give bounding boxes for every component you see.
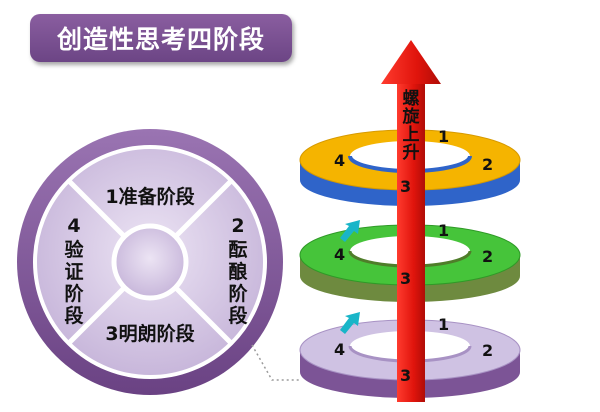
title-banner: 创造性思考四阶段 bbox=[30, 14, 292, 62]
stage-2-label: 2 酝酿阶段 bbox=[228, 215, 248, 327]
ring-top-number-4: 4 bbox=[334, 151, 345, 170]
ring-middle-number-4: 4 bbox=[334, 245, 345, 264]
ring-bottom-number-2: 2 bbox=[482, 341, 493, 360]
spiral-up-arrow-2 bbox=[340, 220, 360, 242]
stage-1-label: 1准备阶段 bbox=[105, 185, 195, 208]
ring-middle-number-3: 3 bbox=[400, 269, 411, 288]
spiral-up-arrow-1 bbox=[340, 312, 360, 334]
ring-bottom-number-4: 4 bbox=[334, 340, 345, 359]
ring-bottom-numbers: 1 2 3 4 bbox=[334, 315, 493, 385]
stage-wheel: 1准备阶段 3明朗阶段 2 酝酿阶段 4 验证阶段 bbox=[17, 129, 283, 395]
stage-3-label: 3明朗阶段 bbox=[105, 322, 195, 345]
spiral-rise-arrow: 螺旋上升 bbox=[381, 40, 441, 402]
wheel-hub bbox=[111, 223, 189, 301]
ring-middle-number-1: 1 bbox=[438, 221, 449, 240]
ring-middle-numbers: 1 2 3 4 bbox=[334, 221, 493, 288]
stage-2-text: 酝酿阶段 bbox=[228, 239, 248, 327]
ring-top-number-1: 1 bbox=[438, 127, 449, 146]
ring-bottom-number-1: 1 bbox=[438, 315, 449, 334]
ring-top-number-2: 2 bbox=[482, 155, 493, 174]
ring-top-numbers: 1 2 3 4 bbox=[334, 127, 493, 196]
arrow-label: 螺旋上升 bbox=[402, 89, 421, 163]
arrow-shaft bbox=[397, 82, 425, 402]
arrow-head bbox=[381, 40, 441, 84]
page-title: 创造性思考四阶段 bbox=[56, 25, 265, 54]
stage-4-number: 4 bbox=[67, 215, 80, 237]
ring-bottom-number-3: 3 bbox=[400, 366, 411, 385]
stage-2-number: 2 bbox=[231, 215, 244, 237]
stage-4-text: 验证阶段 bbox=[64, 238, 84, 327]
connector-line bbox=[251, 344, 300, 381]
stage-4-label: 4 验证阶段 bbox=[64, 215, 84, 327]
ring-top-number-3: 3 bbox=[400, 177, 411, 196]
ring-middle-number-2: 2 bbox=[482, 247, 493, 266]
